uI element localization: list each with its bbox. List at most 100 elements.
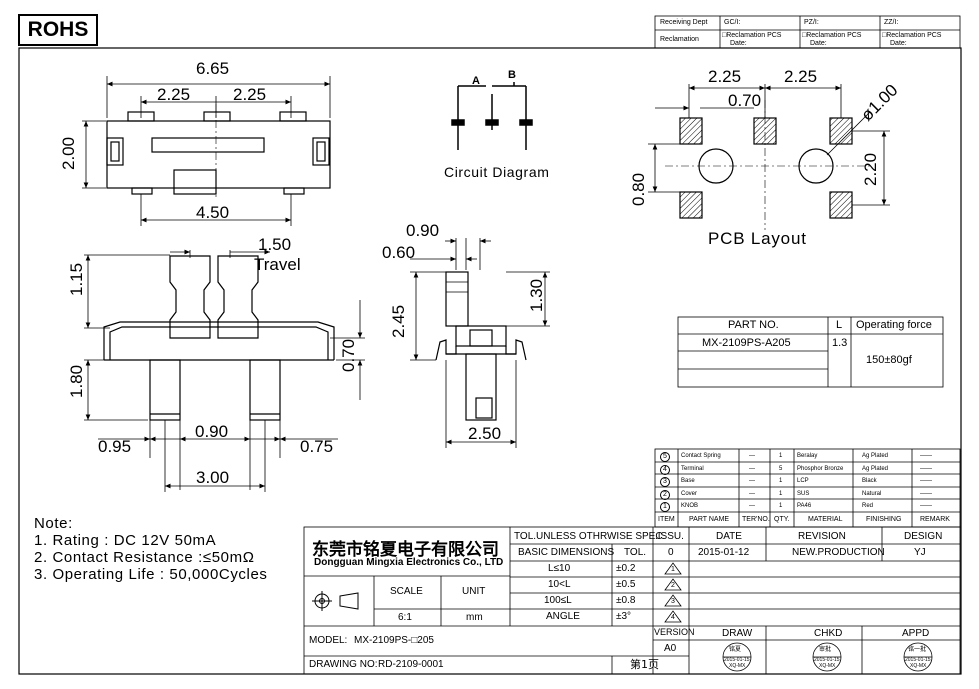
circuit-label-a: A [472,75,480,87]
company-name-en: Dongguan Mingxia Electronics Co., LTD [314,557,504,568]
l-value: 1.3 [832,337,848,349]
bom-item-number: 5 [660,452,670,462]
model-value: MX-2109PS-□205 [354,635,434,646]
bom-cell-name: Base [681,478,695,485]
tol-label: TOL. [624,547,647,558]
bom-cell-fin: Ag Plated [862,465,889,472]
stamp-appd-code: XQ-MX [910,663,927,669]
stamp-draw-top: 铭夏 [729,647,742,653]
dim-095: 0.95 [98,437,132,456]
bom-cell-qty: 1 [779,453,783,459]
bom-cell-ter: — [749,478,755,485]
pz-label: PZ/I: [804,19,819,26]
stamp-draw-date: 2015-01-15 [724,657,750,663]
tol-row-1-range: L≤10 [548,563,571,574]
dim-060: 0.60 [382,243,416,262]
stamp-draw-code: XQ-MX [729,663,746,669]
issue-description: NEW.PRODUCTION [792,547,885,558]
bom-header-material: MATERIAL [808,516,843,523]
bom-header-finishing: FINISHING [866,516,902,523]
dim-overall-width: 6.65 [196,59,230,78]
design-label: DESIGN [904,531,943,542]
company-name-cn: 东莞市铭夏电子有限公司 [312,540,499,560]
pcb-caption: PCB Layout [708,229,807,248]
side-view [410,238,550,448]
circuit-caption: Circuit Diagram [444,164,550,180]
unit-value: mm [466,612,483,623]
tol-row-2-value: ±0.5 [616,579,636,590]
bom-cell-mat: PA46 [797,503,812,510]
revision-triangle-4: 4 [671,614,675,621]
issue-label: .ISSU. [655,531,684,542]
dim-knob-height: 1.15 [67,262,86,296]
dim-130: 1.30 [527,278,546,312]
bom-cell-ter: — [749,453,755,459]
dim-090-side: 0.90 [406,221,440,240]
bom-header-remark: REMARK [920,516,950,523]
pcb-dim-070: 0.70 [728,91,762,110]
rohs-badge: ROHS [18,14,98,46]
issue-number: 0 [668,547,674,558]
dim-travel-label: Travel [254,255,301,274]
unit-label: UNIT [462,586,486,597]
version-value: A0 [664,643,677,654]
bom-item-number: 1 [660,502,670,513]
tol-row-4-range: ANGLE [546,611,580,622]
model-label: MODEL: [309,635,348,646]
scale-value: 6:1 [398,612,412,623]
header-block-grid [654,15,961,49]
bom-cell-mat: Beralay [797,453,818,459]
bom-cell-mat: SUS [797,490,810,497]
basic-dim-label: BASIC DIMENSIONS [518,547,615,558]
date-pz: Date: [810,40,827,47]
dim-250: 2.50 [468,424,502,443]
bom-cell-fin: Natural [862,490,882,497]
bom-cell-rem: —— [920,478,932,485]
note-1: 1. Rating : DC 12V 50mA [34,532,217,549]
scale-label: SCALE [390,586,423,597]
tol-row-3-range: 100≤L [544,595,572,606]
bom-cell-rem: —— [920,465,932,472]
bom-cell-rem: —— [920,490,932,497]
issue-date: 2015-01-12 [698,547,750,558]
note-3: 3. Operating Life : 50,000Cycles [34,566,268,583]
dim-pin-pitch: 3.00 [196,468,230,487]
title-block-grid [303,526,961,675]
pcb-dim-pitch-left: 2.25 [708,67,742,86]
bom-cell-rem: —— [920,503,932,510]
dim-pitch-left: 2.25 [157,85,191,104]
tol-row-1-value: ±0.2 [616,563,636,574]
front-view [84,249,365,492]
bom-header-item: ITEM [658,516,675,523]
drawing-no-label: DRAWING NO: [309,659,378,670]
draw-label: DRAW [722,628,753,639]
dim-base-height: 0.70 [339,338,358,372]
reclamation-pz: □Reclamation PCS [802,32,862,39]
bom-cell-fin: Ag Plated [862,453,889,459]
note-2: 2. Contact Resistance :≤50mΩ [34,549,255,566]
page-number: 第1页 [630,658,659,671]
bom-cell-mat: Phosphor Bronze [797,465,844,472]
bom-cell-name: Contact Spring [681,453,721,459]
bom-cell-ter: — [749,465,755,472]
reclamation-label: Reclamation [660,36,699,43]
bom-cell-name: Cover [681,490,698,497]
part-no-value: MX-2109PS-A205 [702,337,791,349]
part-table-grid [677,316,944,388]
pcb-layout [648,84,890,230]
l-header: L [836,319,843,331]
revision-triangles [664,562,682,623]
gc-label: GC/I: [724,19,741,26]
stamp-appd-top: 铭一批 [908,647,927,653]
drawing-no-value: RD-2109-0001 [378,659,444,670]
dim-245: 2.45 [389,304,408,338]
bom-header-name: PART NAME [689,516,730,523]
projection-symbol-icon [312,591,359,611]
bom-cell-qty: 1 [779,503,783,510]
bom-cell-name: Terminal [681,465,704,472]
bom-cell-ter: — [749,490,755,497]
stamp-chkd-date: 2015-01-15 [814,657,840,663]
dim-090-front: 0.90 [195,422,229,441]
